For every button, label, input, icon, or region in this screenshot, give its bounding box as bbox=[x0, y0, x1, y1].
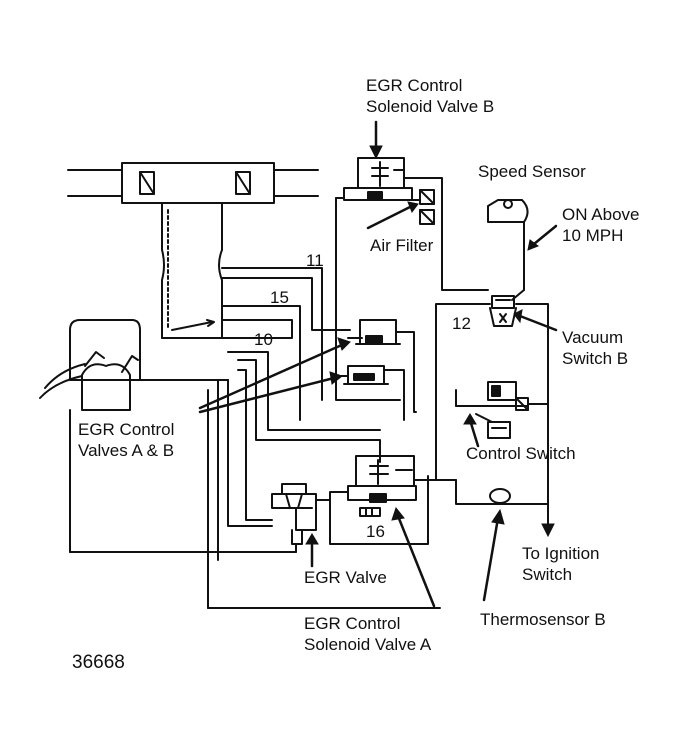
arrow-vacuum-switch bbox=[514, 310, 556, 330]
label-to-ignition-line1: To Ignition bbox=[522, 544, 600, 563]
label-thermosensor-b: Thermosensor B bbox=[480, 610, 606, 629]
egr-valve bbox=[272, 484, 330, 552]
arrow-valve-a-upper bbox=[200, 338, 350, 408]
arrow-thermosensor bbox=[484, 510, 504, 600]
egr-hose-loop bbox=[70, 380, 440, 608]
hose-number-11: 11 bbox=[306, 251, 324, 270]
speed-sensor bbox=[488, 200, 528, 300]
label-egr-solenoid-b-line2: Solenoid Valve B bbox=[366, 97, 495, 116]
label-air-filter: Air Filter bbox=[370, 236, 434, 255]
arrow-solenoid-b bbox=[370, 122, 382, 158]
control-switch bbox=[456, 382, 548, 438]
arrow-control-switch bbox=[464, 414, 478, 446]
engine-block bbox=[40, 320, 140, 410]
label-speed-sensor: Speed Sensor bbox=[478, 162, 586, 181]
arrow-to-ignition bbox=[542, 524, 554, 536]
hose-number-10: 10 bbox=[254, 330, 273, 349]
arrow-valve-b-lower bbox=[200, 372, 342, 412]
hose-number-15: 15 bbox=[270, 288, 289, 307]
label-vacuum-switch-b-line1: Vacuum bbox=[562, 328, 624, 347]
egr-solenoid-valve-b bbox=[336, 158, 488, 290]
label-egr-valves-ab-line1: EGR Control bbox=[78, 420, 175, 439]
label-egr-solenoid-b-line1: EGR Control bbox=[366, 76, 463, 95]
hose-lines bbox=[222, 268, 380, 526]
arrow-on-above bbox=[528, 226, 556, 250]
egr-control-valves-ab bbox=[332, 198, 416, 420]
intake-duct bbox=[68, 163, 318, 203]
label-control-switch: Control Switch bbox=[466, 444, 576, 463]
intake-stack bbox=[162, 203, 292, 338]
arrow-air-filter bbox=[368, 202, 418, 228]
egr-solenoid-valve-a bbox=[330, 456, 456, 544]
label-on-above-line1: ON Above bbox=[562, 205, 640, 224]
hose-number-16: 16 bbox=[366, 522, 385, 541]
label-on-above-line2: 10 MPH bbox=[562, 226, 624, 245]
label-egr-solenoid-a-line2: Solenoid Valve A bbox=[304, 635, 432, 654]
label-egr-solenoid-a-line1: EGR Control bbox=[304, 614, 401, 633]
label-egr-valves-ab-line2: Valves A & B bbox=[78, 441, 175, 460]
label-to-ignition-line2: Switch bbox=[522, 565, 573, 584]
vacuum-switch-b bbox=[436, 296, 548, 510]
label-vacuum-switch-b-line2: Switch B bbox=[562, 349, 629, 368]
arrow-egr-valve bbox=[306, 534, 318, 566]
arrow-solenoid-a bbox=[392, 508, 434, 606]
label-egr-valve: EGR Valve bbox=[304, 568, 387, 587]
hose-number-12: 12 bbox=[452, 314, 471, 333]
figure-number: 36668 bbox=[72, 652, 125, 673]
